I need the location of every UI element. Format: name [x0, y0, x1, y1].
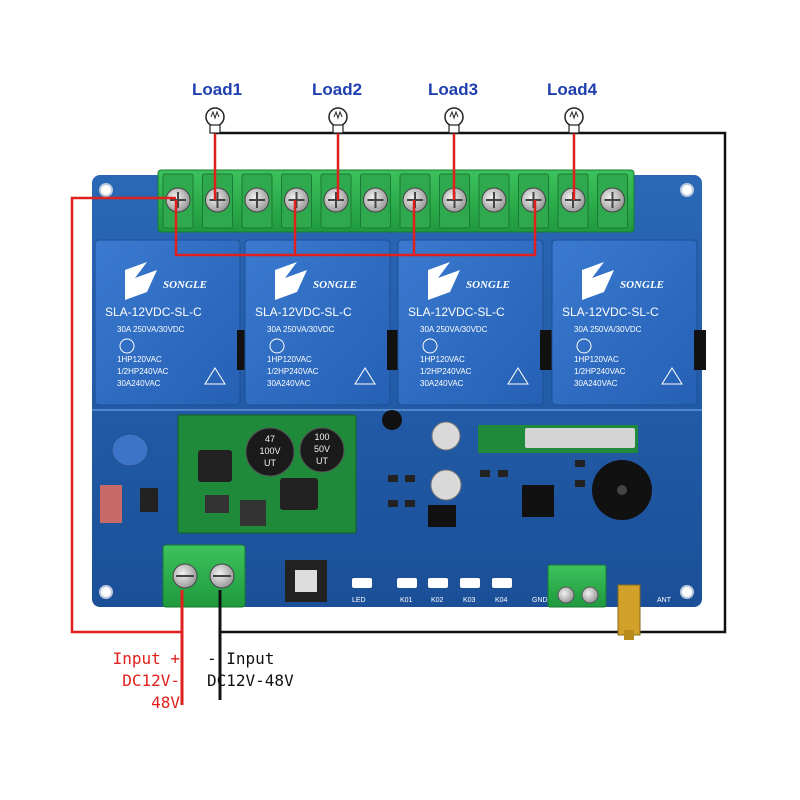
gnd-terminal [547, 564, 607, 608]
input-positive-line2: DC12V-48V [122, 671, 180, 712]
load3-label: Load3 [428, 80, 479, 99]
input-positive-line1: Input + [112, 649, 180, 668]
bulb-icon [564, 107, 584, 134]
mounting-holes [99, 183, 694, 599]
relay-rating: 30A 250VA/30VDC [267, 325, 335, 334]
songle-logo-icon [125, 262, 157, 300]
relay-rating: 30A 250VA/30VDC [574, 325, 642, 334]
ant-label: ANT [657, 597, 672, 604]
relay-spec-line: 1HP120VAC [117, 355, 162, 364]
power-module: 47 100V UT 100 50V UT [177, 414, 357, 534]
svg-text:UT: UT [316, 456, 328, 466]
terminal-screw [241, 173, 273, 229]
terminal-screw [360, 173, 391, 229]
input-terminal-block [162, 544, 246, 608]
load2-label: Load2 [312, 80, 363, 99]
relay-model: SLA-12VDC-SL-C [105, 305, 202, 319]
relay-spec-line: 30A240VAC [420, 379, 464, 388]
misc-components [100, 410, 652, 602]
input-negative-label: - Input DC12V-48V [207, 648, 294, 692]
relay-spec-line: 1/2HP240VAC [267, 367, 319, 376]
relay-model: SLA-12VDC-SL-C [408, 305, 505, 319]
relay-model: SLA-12VDC-SL-C [562, 305, 659, 319]
terminal-screw [281, 173, 312, 229]
songle-logo-icon [582, 262, 614, 300]
input-negative-line2: DC12V-48V [207, 671, 294, 690]
relay-spec-line: 1/2HP240VAC [574, 367, 626, 376]
relay-1: SONGLE SLA-12VDC-SL-C 30A 250VA/30VDC 1HP12… [94, 239, 249, 406]
relay-spec-line: 30A240VAC [117, 379, 161, 388]
bulb-icon [205, 107, 225, 134]
songle-logo-icon [275, 262, 307, 300]
terminal-screw [320, 173, 352, 229]
status-leds [352, 578, 512, 588]
k1-label: K01 [400, 597, 413, 604]
relay-rating: 30A 250VA/30VDC [420, 325, 488, 334]
svg-text:100V: 100V [259, 446, 280, 456]
terminal-screw [202, 173, 233, 229]
terminal-screw [597, 173, 628, 229]
bulb-icon [444, 107, 464, 134]
terminal-screw [478, 173, 510, 229]
relay-3: SONGLE SLA-12VDC-SL-C 30A 250VA/30VDC 1HP12… [397, 239, 552, 406]
load1-label: Load1 [192, 80, 243, 99]
relay-rating: 30A 250VA/30VDC [117, 325, 185, 334]
k4-label: K04 [495, 597, 508, 604]
terminal-screw [557, 173, 589, 229]
songle-logo-icon [428, 262, 460, 300]
relay-brand: SONGLE [466, 279, 510, 291]
gnd-label: GND [532, 597, 548, 604]
relay-model: SLA-12VDC-SL-C [255, 305, 352, 319]
svg-text:50V: 50V [314, 444, 330, 454]
relay-spec-line: 1HP120VAC [574, 355, 619, 364]
terminal-screw [162, 173, 194, 229]
terminal-screw [518, 173, 549, 229]
svg-text:100: 100 [314, 432, 329, 442]
svg-text:UT: UT [264, 458, 276, 468]
relay-brand: SONGLE [313, 279, 357, 291]
relay-spec-line: 1HP120VAC [420, 355, 465, 364]
led-label: LED [352, 597, 366, 604]
output-terminal-block [157, 169, 635, 233]
load4-label: Load4 [547, 80, 598, 99]
input-negative-line1: - Input [207, 649, 275, 668]
k3-label: K03 [463, 597, 476, 604]
relay-brand: SONGLE [620, 279, 664, 291]
relay-spec-line: 1HP120VAC [267, 355, 312, 364]
antenna [617, 584, 641, 640]
input-positive-label: Input + DC12V-48V [96, 648, 180, 714]
relay-spec-line: 1/2HP240VAC [117, 367, 169, 376]
capacitor-2: 100 50V UT [299, 427, 345, 473]
relay-2: SONGLE SLA-12VDC-SL-C 30A 250VA/30VDC 1HP12… [244, 239, 399, 406]
capacitor-1: 47 100V UT [245, 427, 295, 477]
relay-spec-line: 30A240VAC [574, 379, 618, 388]
bulb-icon [328, 107, 348, 134]
k2-label: K02 [431, 597, 444, 604]
relay-spec-line: 30A240VAC [267, 379, 311, 388]
relay-spec-line: 1/2HP240VAC [420, 367, 472, 376]
relay-brand: SONGLE [163, 279, 207, 291]
svg-text:47: 47 [265, 434, 275, 444]
relay-4: SONGLE SLA-12VDC-SL-C 30A 250VA/30VDC 1HP12… [551, 239, 706, 406]
